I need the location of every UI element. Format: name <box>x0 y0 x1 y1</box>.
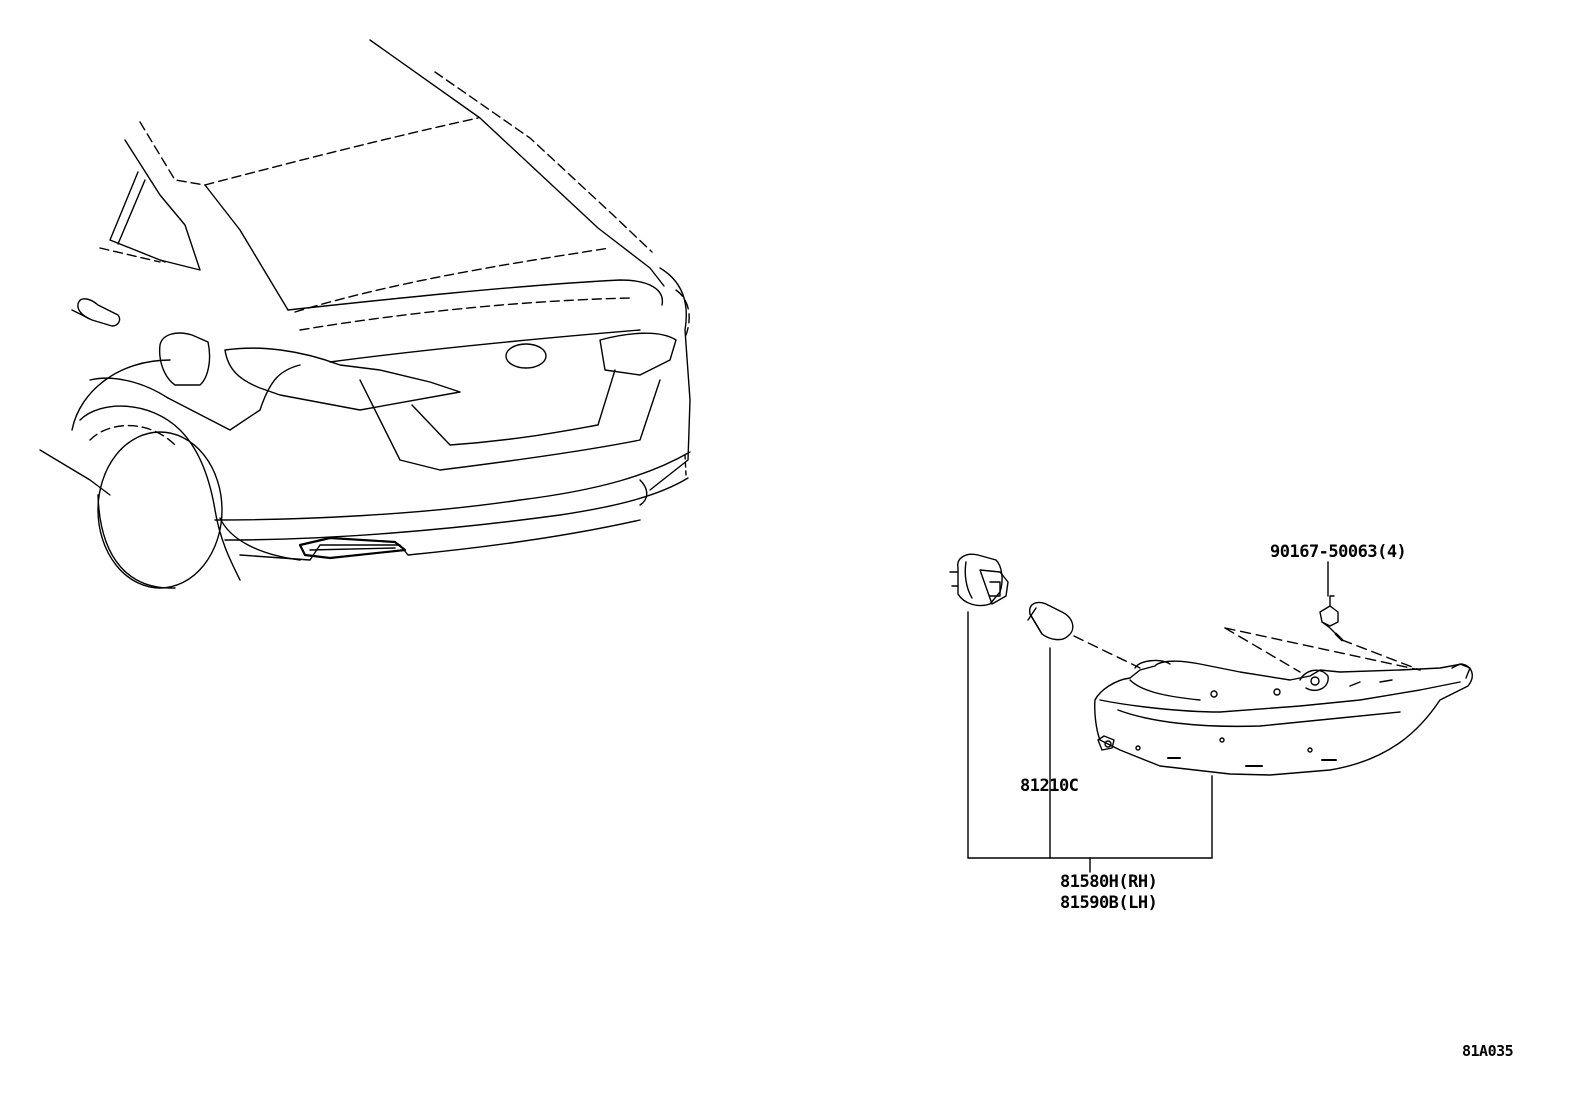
screw <box>1319 595 1344 642</box>
screw-part-number: 90167-50063(4) <box>1270 542 1407 562</box>
lamp-lh-part-number: 81590B(LH) <box>1060 893 1158 913</box>
screw-guide-line <box>1341 639 1421 671</box>
lamp-part-numbers: 81580H(RH) 81590B(LH) <box>1060 872 1158 914</box>
screw-guide-line-2 <box>1224 627 1421 671</box>
bulb-part-number: 81210C <box>1020 776 1079 796</box>
diagram-code: 81A035 <box>1462 1042 1514 1060</box>
lamp-rh-part-number: 81580H(RH) <box>1060 872 1158 892</box>
bulb-socket <box>949 553 1009 607</box>
screw-guide-line-3 <box>1224 627 1301 673</box>
reflector-lamp-assembly <box>1094 659 1473 776</box>
bulb-guide-line <box>1073 635 1141 669</box>
bulb <box>1027 601 1074 641</box>
